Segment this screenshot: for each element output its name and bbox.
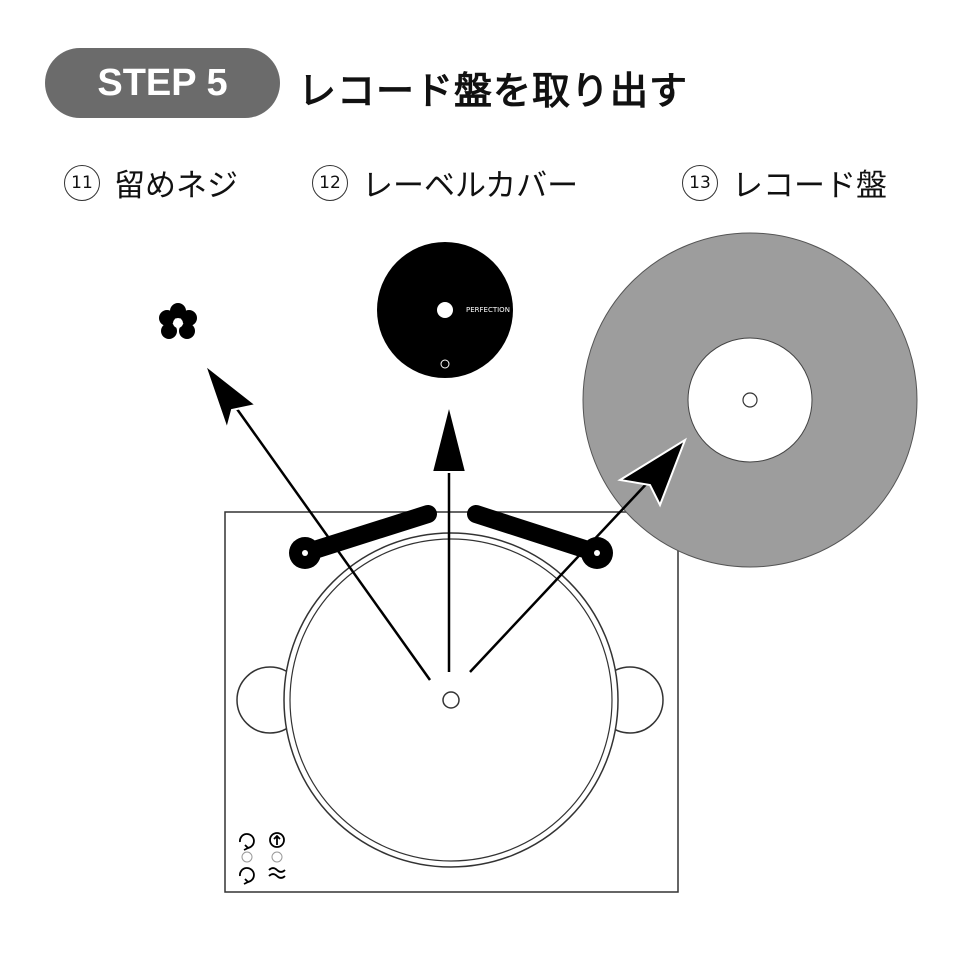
rotate-icon [239, 833, 255, 849]
label-cover-text: PERFECTION [466, 306, 510, 314]
part-label-record: 13 レコード盤 [682, 160, 887, 205]
step-title: レコード盤を取り出す [298, 69, 689, 113]
part-name: レコード盤 [732, 168, 887, 204]
step-badge: STEP 5 [45, 48, 280, 118]
part-name: レーベルカバー [362, 168, 579, 204]
turntable [224, 505, 679, 893]
label-cover: PERFECTION [377, 242, 513, 378]
tonearm-left [289, 505, 437, 569]
arrow-to-record [469, 479, 651, 673]
spindle [442, 691, 460, 709]
part-number: 11 [64, 164, 100, 201]
part-label-screw: 11 留めネジ [64, 160, 238, 205]
part-label-cover: 12 レーベルカバー [312, 160, 578, 205]
part-number: 13 [682, 164, 718, 201]
screw-flower-icon [159, 303, 197, 339]
control-icons [239, 832, 286, 885]
part-number: 12 [312, 164, 348, 201]
part-name: 留めネジ [114, 168, 238, 204]
eject-icon [269, 832, 285, 848]
arrows [202, 362, 687, 681]
rotate-icon [239, 867, 255, 883]
record-disc [582, 232, 918, 568]
arrow-to-screw [230, 401, 432, 681]
wave-icon [268, 867, 286, 879]
